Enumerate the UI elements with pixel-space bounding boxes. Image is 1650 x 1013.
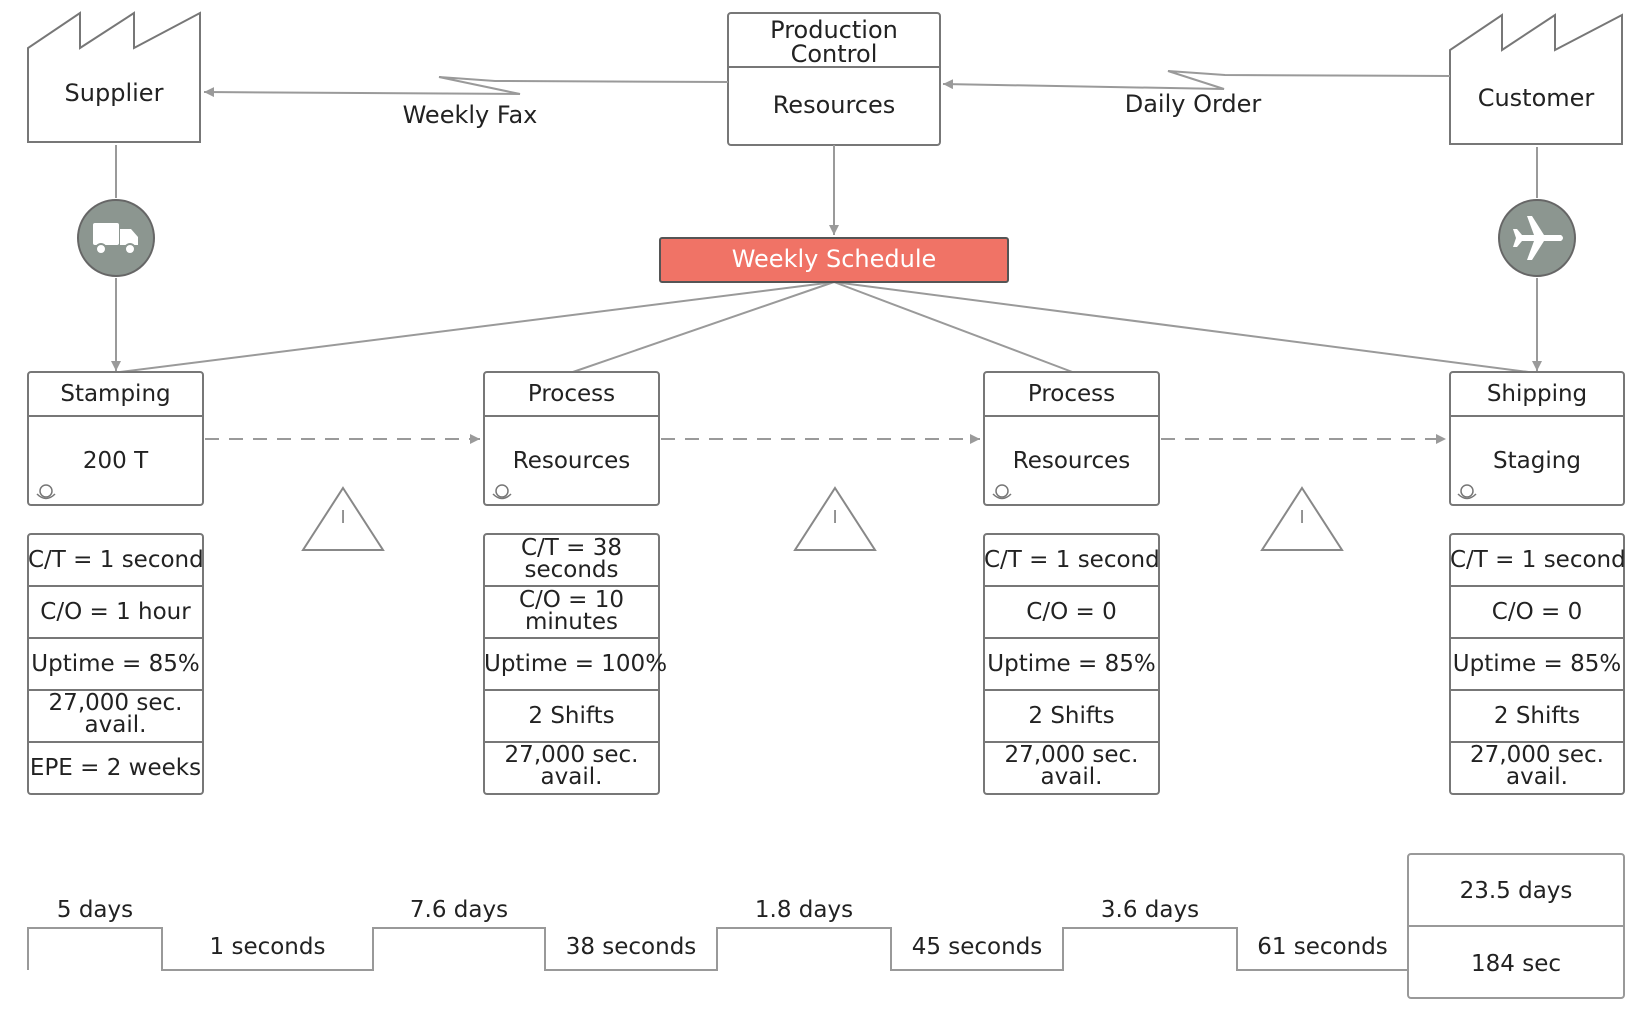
data-box-shipping: [1449, 533, 1625, 795]
process-box-3[interactable]: [983, 371, 1160, 506]
operator-icon: [1457, 484, 1477, 500]
daily-order-label: Daily Order: [1124, 90, 1262, 118]
metric-cycle-time: C/T = 1 second: [984, 547, 1160, 573]
truck-icon[interactable]: [77, 199, 155, 277]
process-title-shipping: Shipping: [1486, 381, 1588, 407]
schedule-fan-lines: [111, 281, 1537, 374]
data-box-3: [983, 533, 1160, 795]
process-body-shipping: Staging: [1493, 448, 1581, 474]
data-boxes: [27, 533, 1625, 795]
process-title-stamping: Stamping: [60, 381, 171, 407]
operator-icon: [492, 484, 512, 500]
supplier-label: Supplier: [64, 79, 164, 107]
inventory-triangle-icon[interactable]: [301, 486, 385, 551]
production-control-resources: Resources: [772, 91, 896, 119]
supplier-factory-shape[interactable]: [27, 11, 201, 143]
weekly-fax-label: Weekly Fax: [402, 101, 538, 129]
process-body-3: Resources: [1012, 448, 1131, 474]
metric-available: 27,000 sec. avail.: [1470, 742, 1604, 790]
metric-cycle-time: C/T = 1 second: [28, 547, 204, 573]
process-title-3: Process: [1027, 381, 1116, 407]
metric-uptime: Uptime = 85%: [987, 651, 1156, 677]
timeline-process-time: 61 seconds: [1257, 934, 1388, 960]
timeline-wait-time: 3.6 days: [1100, 897, 1200, 923]
process-box-2[interactable]: [483, 371, 660, 506]
totals-box: [1407, 853, 1625, 999]
metric-uptime: Uptime = 85%: [31, 651, 200, 677]
timeline-process-time: 1 seconds: [209, 934, 326, 960]
total-lead-time: 23.5 days: [1459, 878, 1573, 904]
metric-epe: EPE = 2 weeks: [29, 755, 202, 781]
metric-available: 27,000 sec. avail.: [48, 690, 183, 738]
inventory-symbol: I: [832, 507, 838, 528]
process-box-shipping[interactable]: [1449, 371, 1625, 506]
process-box-stamping[interactable]: [27, 371, 204, 506]
data-box-stamping: [27, 533, 204, 795]
inventory-triangle-icon[interactable]: [1260, 486, 1344, 551]
timeline-wait-time: 7.6 days: [409, 897, 509, 923]
metric-cycle-time: C/T = 1 second: [1450, 547, 1626, 573]
timeline-wait-time: 1.8 days: [754, 897, 854, 923]
process-title-2: Process: [527, 381, 616, 407]
metric-uptime: Uptime = 85%: [1452, 651, 1622, 677]
customer-label: Customer: [1477, 84, 1595, 112]
data-box-2: [483, 533, 660, 795]
weekly-fax-arrow: [203, 76, 729, 98]
inventory-triangle-icon[interactable]: [793, 486, 877, 551]
metric-changeover: C/O = 1 hour: [40, 599, 191, 625]
timeline-wait-time: 5 days: [56, 897, 134, 923]
customer-factory-shape[interactable]: [1449, 13, 1623, 145]
metric-shifts: 2 Shifts: [528, 703, 615, 729]
operator-icon: [992, 484, 1012, 500]
airplane-icon[interactable]: [1498, 199, 1576, 277]
operator-icon: [36, 484, 56, 500]
timeline-process-time: 38 seconds: [565, 934, 697, 960]
metric-changeover: C/O = 0: [1026, 599, 1117, 625]
metric-cycle-time: C/T = 38 seconds: [520, 535, 623, 583]
total-process-time: 184 sec: [1471, 951, 1561, 977]
metric-shifts: 2 Shifts: [1028, 703, 1115, 729]
process-body-2: Resources: [512, 448, 631, 474]
metric-changeover: C/O = 10 minutes: [518, 587, 625, 635]
process-body-stamping: 200 T: [82, 448, 149, 474]
metric-changeover: C/O = 0: [1491, 599, 1583, 625]
production-control-box[interactable]: [727, 12, 941, 146]
inventory-symbol: I: [340, 507, 346, 528]
production-control-title: Production Control: [770, 16, 898, 68]
timeline-process-time: 45 seconds: [911, 934, 1043, 960]
metric-shifts: 2 Shifts: [1493, 703, 1581, 729]
weekly-schedule-box[interactable]: Weekly Schedule: [659, 237, 1009, 283]
daily-order-arrow: [942, 70, 1451, 90]
timeline-ladder: [27, 927, 1408, 971]
metric-available: 27,000 sec. avail.: [504, 742, 639, 790]
process-boxes: [27, 371, 1625, 506]
metric-available: 27,000 sec. avail.: [1004, 742, 1139, 790]
inventory-symbol: I: [1299, 507, 1305, 528]
metric-uptime: Uptime = 100%: [484, 651, 668, 677]
